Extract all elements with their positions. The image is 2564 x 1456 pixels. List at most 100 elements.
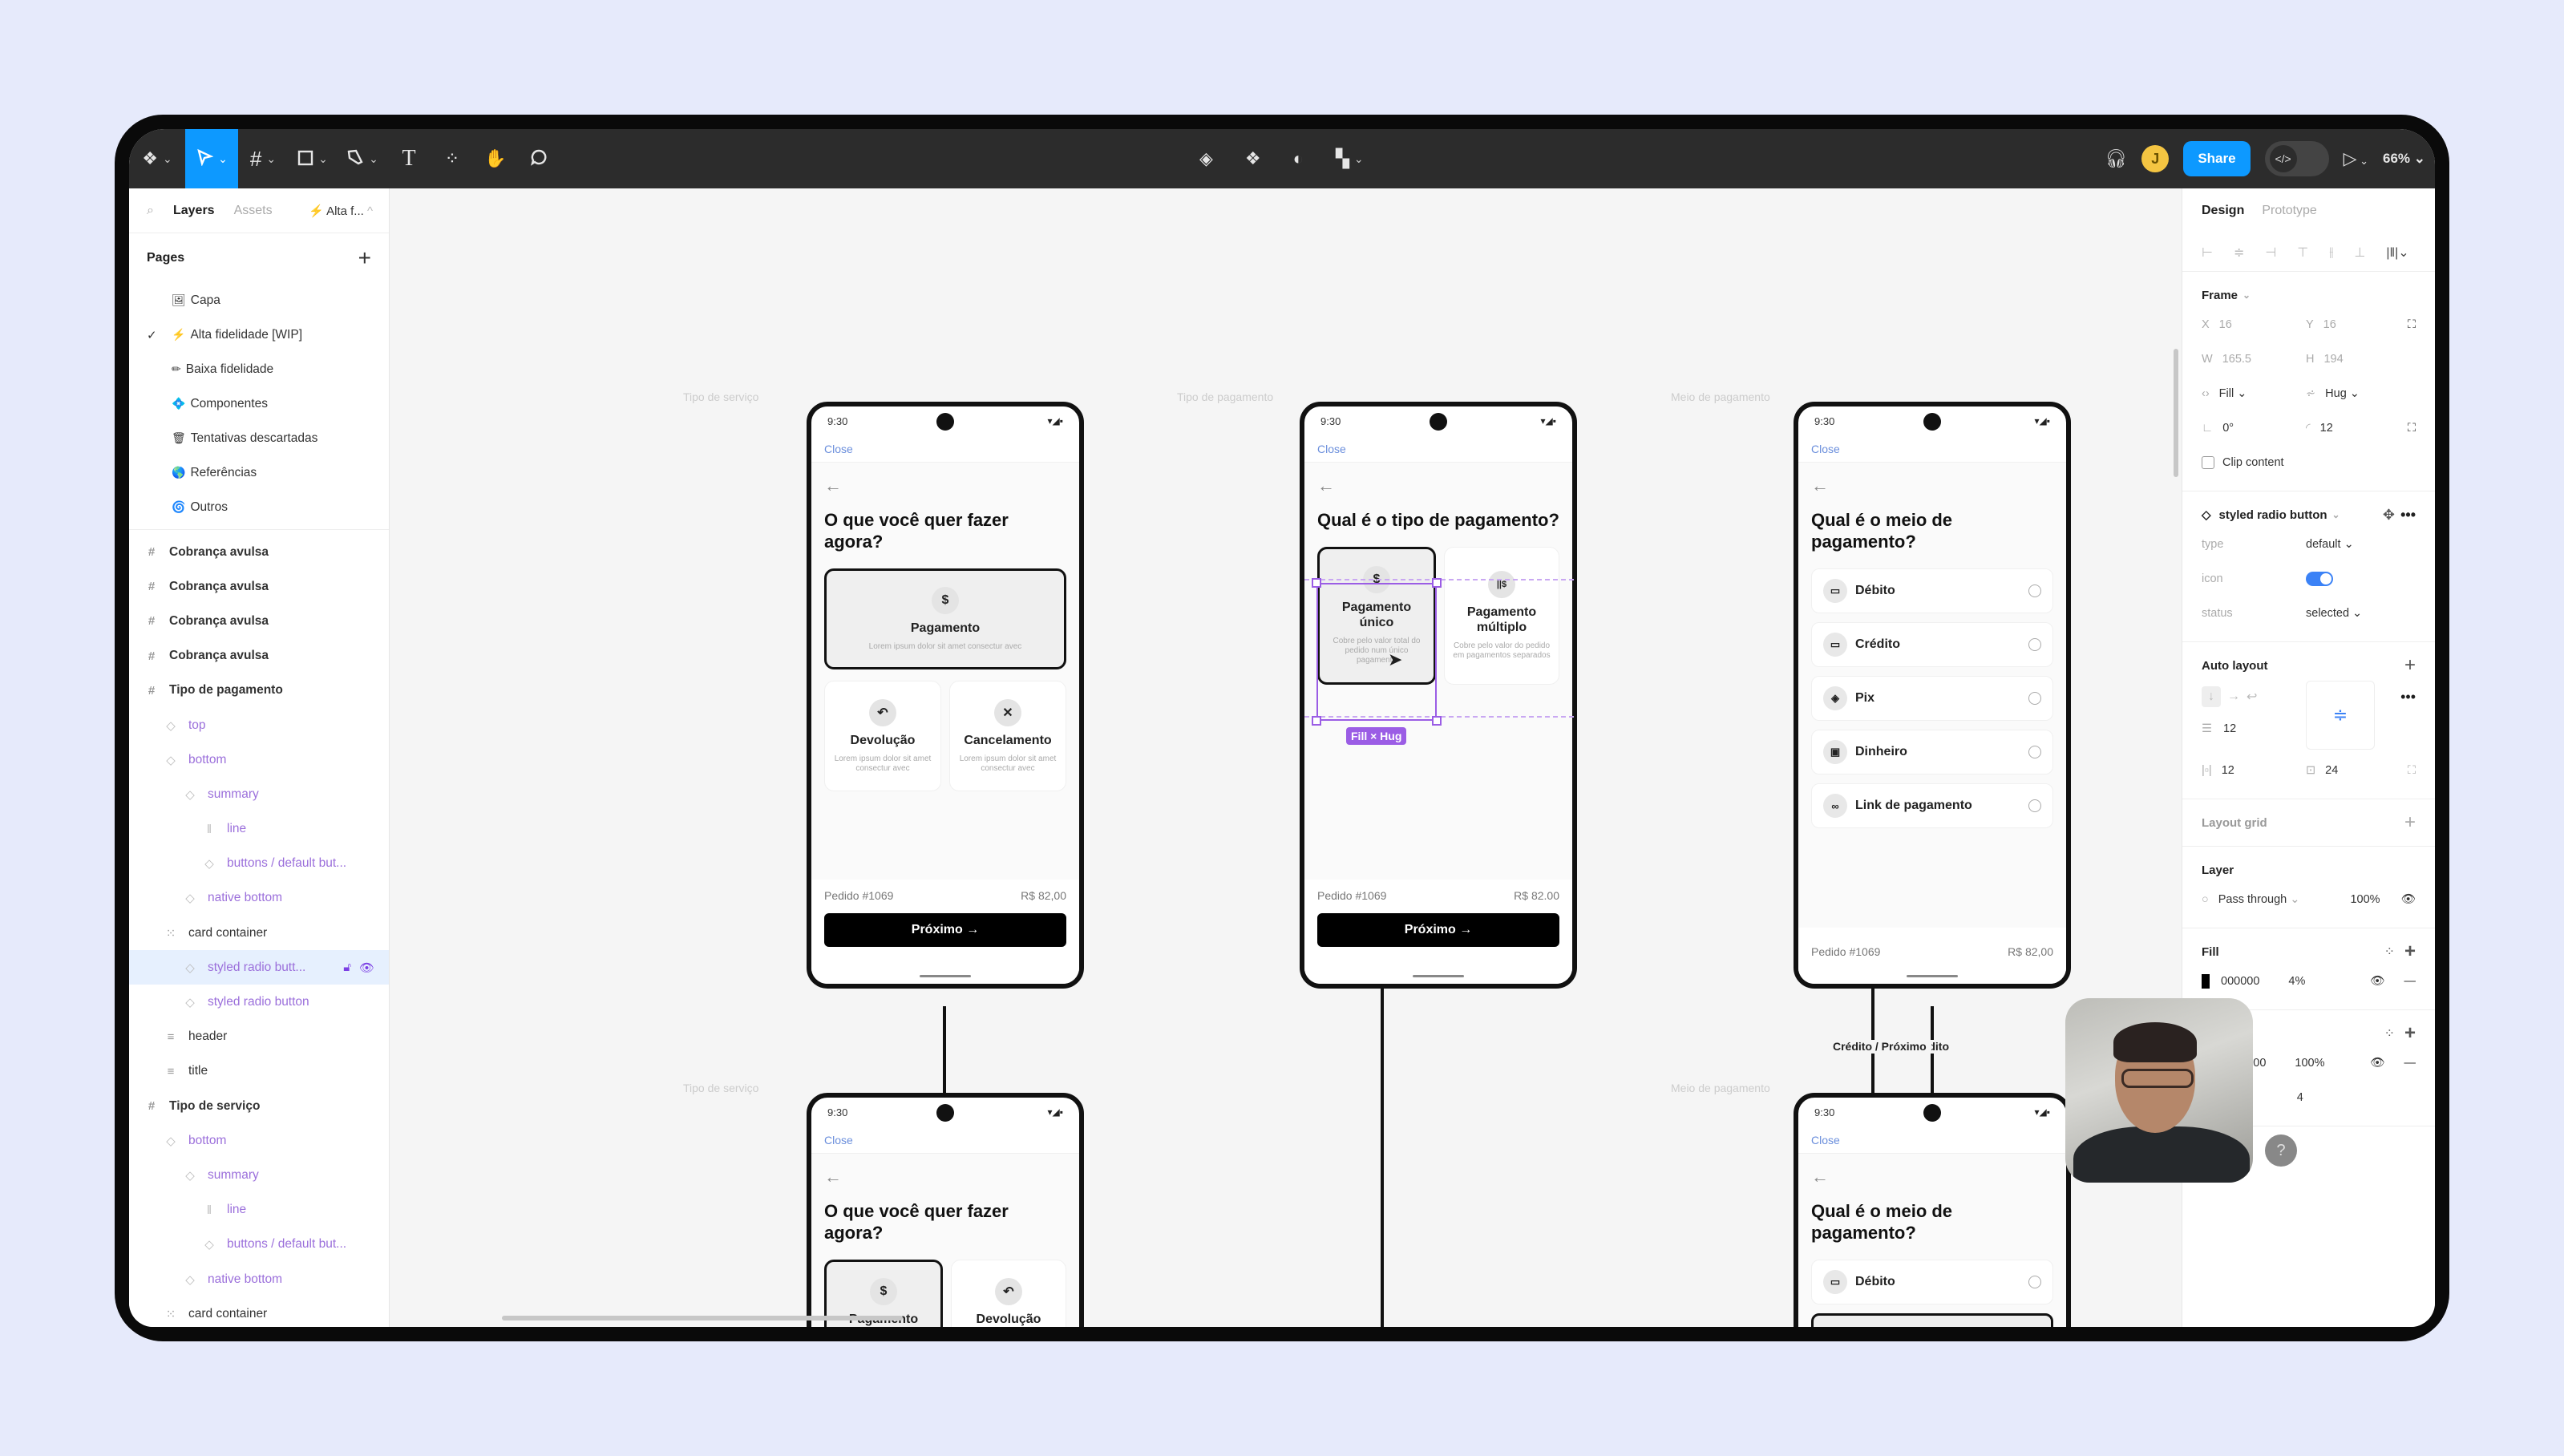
create-component-icon[interactable]: ❖ bbox=[1244, 148, 1261, 168]
eye-icon[interactable]: 👁︎ bbox=[2370, 1057, 2385, 1070]
option-card-pagamento[interactable]: $ Pagamento Lorem ipsum dolor sit amet c… bbox=[824, 568, 1066, 669]
fill-swatch[interactable] bbox=[2202, 973, 2210, 989]
payment-method-item[interactable]: ▭Débito bbox=[1811, 568, 2053, 613]
go-to-main-icon[interactable]: ✥ bbox=[2382, 506, 2395, 523]
layer-row[interactable]: #Cobrança avulsa bbox=[129, 569, 389, 604]
option-card-cancelamento[interactable]: ✕ Cancelamento Lorem ipsum dolor sit ame… bbox=[949, 681, 1066, 791]
layer-row[interactable]: #Tipo de pagamento bbox=[129, 673, 389, 708]
close-link[interactable]: Close bbox=[1798, 435, 2066, 463]
close-link[interactable]: Close bbox=[811, 435, 1079, 463]
layer-opacity-input[interactable]: 100% bbox=[2350, 892, 2380, 906]
option-card-devolucao[interactable]: ↶ Devolução Lorem ipsum dolor sit amet c… bbox=[951, 1260, 1066, 1327]
y-input[interactable]: 16 bbox=[2323, 317, 2336, 331]
back-arrow-icon[interactable]: ← bbox=[1811, 1167, 1829, 1187]
constraints-icon[interactable]: ⛶ bbox=[2407, 317, 2416, 331]
layer-row[interactable]: ◇summary bbox=[129, 777, 389, 811]
layer-row[interactable]: ◇bottom bbox=[129, 742, 389, 777]
fill-hex-input[interactable]: 000000 bbox=[2221, 974, 2260, 988]
align-center-h-icon[interactable]: ≑ bbox=[2233, 245, 2245, 260]
fill-opacity-input[interactable]: 4% bbox=[2288, 974, 2306, 988]
share-button[interactable]: Share bbox=[2183, 141, 2251, 176]
mask-icon[interactable]: ◐ bbox=[1292, 148, 1304, 168]
layer-row[interactable]: ◇native bottom bbox=[129, 1262, 389, 1296]
tab-assets[interactable]: Assets bbox=[233, 203, 273, 217]
phone-meio-de-pagamento[interactable]: 9:30▾◢▪ Close ← Qual é o meio de pagamen… bbox=[1794, 402, 2071, 989]
layer-row[interactable]: #Cobrança avulsa bbox=[129, 639, 389, 673]
present-button[interactable]: ▷ ⌄ bbox=[2343, 148, 2368, 168]
radio-button[interactable] bbox=[2028, 692, 2041, 705]
canvas[interactable]: Pagamento / Próximo Pagamento único / Pr… bbox=[390, 188, 2182, 1327]
clip-content-checkbox[interactable] bbox=[2202, 455, 2214, 469]
direction-horizontal-icon[interactable]: → bbox=[2227, 690, 2240, 703]
page-item[interactable]: ✏Baixa fidelidade bbox=[129, 352, 389, 386]
resize-handle[interactable] bbox=[1312, 578, 1321, 588]
pen-tool-button[interactable]: ⌄ bbox=[338, 129, 387, 188]
rotation-input[interactable]: 0° bbox=[2222, 421, 2234, 435]
layer-row[interactable]: ‖line bbox=[129, 1193, 389, 1227]
eye-icon[interactable]: 👁︎ bbox=[358, 961, 374, 975]
frame-label[interactable]: Meio de pagamento bbox=[1671, 1082, 1770, 1094]
layer-row[interactable]: #Cobrança avulsa bbox=[129, 604, 389, 638]
layer-row[interactable]: ≡title bbox=[129, 1054, 389, 1089]
layer-row[interactable]: ◇bottom bbox=[129, 1123, 389, 1158]
avatar[interactable]: J bbox=[2141, 145, 2170, 172]
back-arrow-icon[interactable]: ← bbox=[824, 475, 842, 495]
payment-method-item[interactable]: ∞Link de pagamento bbox=[1811, 783, 2053, 828]
align-bottom-icon[interactable]: ⊥ bbox=[2354, 245, 2366, 260]
close-link[interactable]: Close bbox=[1304, 435, 1572, 463]
connector-label[interactable]: Crédito / Próximo bbox=[1828, 1040, 1931, 1054]
eye-icon[interactable]: 👁︎ bbox=[2370, 975, 2385, 988]
styles-icon[interactable]: ⁘ bbox=[2384, 945, 2395, 959]
layer-row[interactable]: #Cobrança avulsa bbox=[129, 535, 389, 569]
frame-label[interactable]: Tipo de pagamento bbox=[1177, 390, 1274, 403]
boolean-icon[interactable]: ▚⌄ bbox=[1335, 148, 1364, 168]
width-mode-dropdown[interactable]: Fill ⌄ bbox=[2218, 386, 2247, 400]
status-dropdown[interactable]: selected ⌄ bbox=[2306, 606, 2363, 620]
styles-icon[interactable]: ⁘ bbox=[2384, 1027, 2395, 1041]
padding-v-input[interactable]: 24 bbox=[2325, 763, 2339, 777]
align-left-icon[interactable]: ⊢ bbox=[2202, 245, 2213, 260]
payment-method-debito[interactable]: ▭ Débito bbox=[1811, 1260, 2053, 1304]
page-item[interactable]: 🌎Referências bbox=[129, 455, 389, 490]
resources-button[interactable]: ⁘ bbox=[431, 129, 474, 188]
tab-prototype[interactable]: Prototype bbox=[2262, 204, 2317, 217]
payment-method-item[interactable]: ▣Dinheiro bbox=[1811, 730, 2053, 775]
hand-tool-button[interactable]: ✋ bbox=[474, 129, 517, 188]
layer-row[interactable]: ◇native bottom bbox=[129, 881, 389, 916]
layer-row[interactable]: ‖line bbox=[129, 812, 389, 847]
unlock-icon[interactable]: 🔓︎ bbox=[343, 960, 351, 974]
page-item[interactable]: ✓⚡Alta fidelidade [WIP] bbox=[129, 317, 389, 352]
x-input[interactable]: 16 bbox=[2218, 317, 2232, 331]
frame-label[interactable]: Meio de pagamento bbox=[1671, 390, 1770, 403]
frame-label[interactable]: Tipo de serviço bbox=[683, 1082, 759, 1094]
phone-tipo-de-servico-2[interactable]: 9:30▾◢▪ Close ← O que você quer fazer ag… bbox=[807, 1093, 1084, 1327]
add-stroke-button[interactable]: + bbox=[2404, 1022, 2416, 1044]
radio-button[interactable] bbox=[2028, 584, 2041, 597]
add-page-button[interactable]: + bbox=[358, 245, 371, 270]
close-link[interactable]: Close bbox=[1798, 1126, 2066, 1154]
connector-line[interactable] bbox=[943, 1006, 946, 1110]
component-icon[interactable]: ◈ bbox=[1199, 148, 1213, 168]
align-top-icon[interactable]: ⊤ bbox=[2297, 245, 2309, 260]
search-icon[interactable]: ⌕ bbox=[147, 203, 154, 217]
distribute-icon[interactable]: |‖|⌄ bbox=[2386, 245, 2409, 260]
headphones-icon[interactable]: 🎧︎ bbox=[2105, 148, 2128, 168]
comment-tool-button[interactable] bbox=[517, 129, 560, 188]
layer-row[interactable]: ◇styled radio button bbox=[129, 985, 389, 1019]
page-item[interactable]: 🌀Outros bbox=[129, 490, 389, 524]
layer-row[interactable]: ⁙card container bbox=[129, 1296, 389, 1327]
align-right-icon[interactable]: ⊣ bbox=[2265, 245, 2277, 260]
phone-tipo-de-servico[interactable]: 9:30▾◢▪ Close ← O que você quer fazer ag… bbox=[807, 402, 1084, 989]
shape-tool-button[interactable]: ⌄ bbox=[288, 129, 338, 188]
auto-layout-more-icon[interactable]: ••• bbox=[2400, 689, 2416, 705]
text-tool-button[interactable]: T bbox=[387, 129, 431, 188]
frame-label[interactable]: Tipo de serviço bbox=[683, 390, 759, 403]
radio-button[interactable] bbox=[2028, 746, 2041, 758]
tab-design[interactable]: Design bbox=[2202, 204, 2245, 217]
blend-mode-dropdown[interactable]: Pass through ⌄ bbox=[2218, 892, 2300, 906]
back-arrow-icon[interactable]: ← bbox=[1811, 475, 1829, 495]
more-options-icon[interactable]: ••• bbox=[2400, 506, 2416, 523]
page-item[interactable]: 🗑Tentativas descartadas bbox=[129, 421, 389, 455]
figma-menu-button[interactable]: ❖⌄ bbox=[142, 148, 172, 168]
height-input[interactable]: 194 bbox=[2323, 352, 2344, 366]
